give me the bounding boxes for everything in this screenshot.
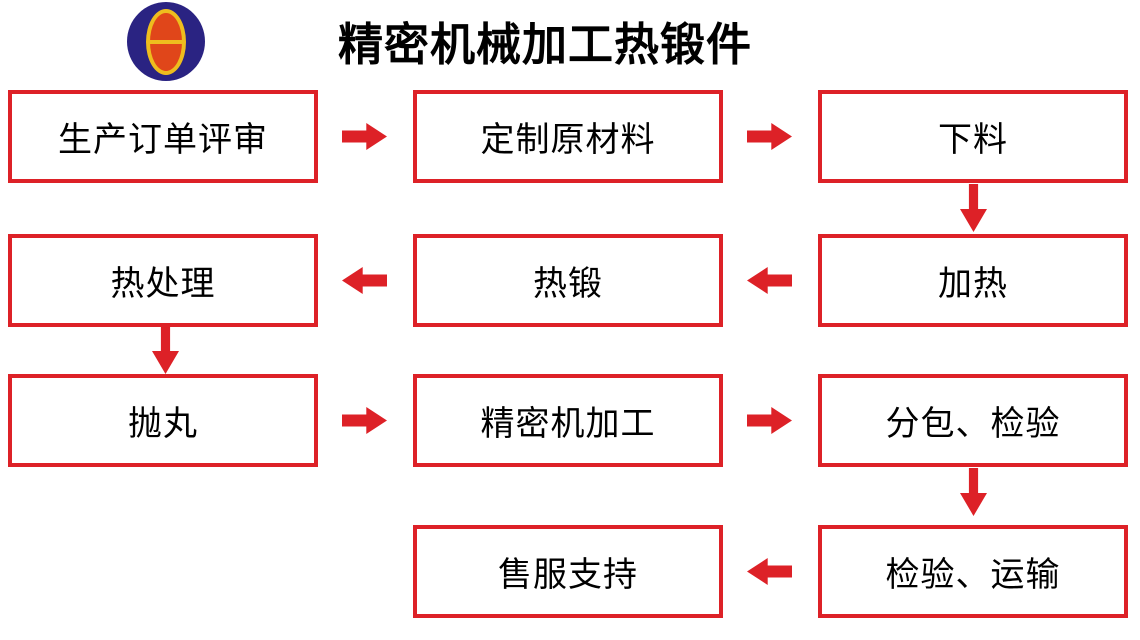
arrow-right-icon bbox=[747, 123, 792, 150]
flow-node-heating: 加热 bbox=[818, 234, 1128, 327]
company-logo bbox=[127, 2, 205, 81]
flow-node-shot-blasting: 抛丸 bbox=[8, 374, 318, 467]
arrow-left-icon bbox=[747, 267, 792, 294]
arrow-right-icon bbox=[342, 123, 387, 150]
arrow-right-icon bbox=[747, 407, 792, 434]
logo-center-bar bbox=[148, 40, 184, 44]
arrow-down-icon bbox=[960, 184, 987, 232]
flow-node-blanking: 下料 bbox=[818, 90, 1128, 183]
page-title: 精密机械加工热锻件 bbox=[338, 19, 753, 70]
flow-node-custom-raw-material: 定制原材料 bbox=[413, 90, 723, 183]
flow-node-heat-treatment: 热处理 bbox=[8, 234, 318, 327]
flow-node-precision-machining: 精密机加工 bbox=[413, 374, 723, 467]
arrow-down-icon bbox=[960, 468, 987, 516]
arrow-right-icon bbox=[342, 407, 387, 434]
flow-node-order-review: 生产订单评审 bbox=[8, 90, 318, 183]
arrow-left-icon bbox=[342, 267, 387, 294]
arrow-down-icon bbox=[152, 326, 179, 374]
flow-node-inspection-transport: 检验、运输 bbox=[818, 525, 1128, 618]
arrow-left-icon bbox=[747, 558, 792, 585]
flow-node-after-sales-support: 售服支持 bbox=[413, 525, 723, 618]
flow-node-hot-forging: 热锻 bbox=[413, 234, 723, 327]
flow-node-subcontract-inspection: 分包、检验 bbox=[818, 374, 1128, 467]
